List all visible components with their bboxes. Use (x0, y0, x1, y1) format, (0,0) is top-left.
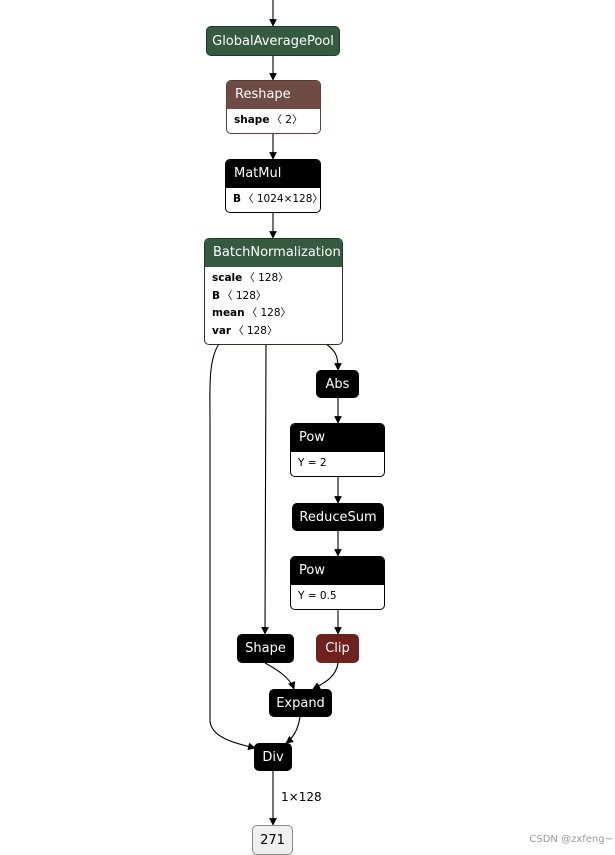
edge-batchnormalization-to-div (209, 343, 256, 751)
node-attributes: shape〈 2〉 (227, 109, 320, 133)
edge-batchnormalization-to-shape (261, 343, 269, 635)
node-label: Reshape (235, 87, 291, 102)
attribute-value: Y = 2 (298, 457, 327, 469)
attribute-row: shape〈 2〉 (234, 112, 313, 130)
node-attributes: Y = 0.5 (291, 585, 384, 609)
attribute-value: 〈 2〉 (271, 114, 303, 126)
node-label: Clip (325, 641, 350, 656)
node-clip[interactable]: Clip (316, 634, 359, 663)
node-label: MatMul (234, 166, 282, 181)
node-shape[interactable]: Shape (237, 634, 294, 663)
node-label: Div (262, 749, 284, 765)
node-batchnormalization[interactable]: BatchNormalization scale〈 128〉 B〈 128〉 m… (204, 238, 343, 345)
attribute-row: B〈 1024×128〉 (233, 191, 320, 209)
attribute-value: 〈 128〉 (233, 324, 278, 337)
node-label: GlobalAveragePool (212, 33, 334, 49)
node-label: ReduceSum (299, 509, 377, 525)
attribute-value: Y = 0.5 (298, 590, 337, 602)
attribute-key: shape (234, 114, 270, 126)
attribute-key: B (233, 193, 242, 205)
attribute-row: Y = 2 (298, 455, 377, 473)
node-globalaveragepool[interactable]: GlobalAveragePool (206, 26, 340, 56)
node-expand[interactable]: Expand (269, 689, 332, 717)
node-label: BatchNormalization (213, 245, 341, 260)
node-label: 271 (260, 832, 285, 848)
node-label: Pow (299, 430, 325, 445)
node-attributes: Y = 2 (291, 452, 384, 476)
attribute-row: var〈 128〉 (212, 323, 335, 341)
node-attributes: B〈 1024×128〉 (226, 188, 320, 212)
node-label: Abs (325, 376, 350, 392)
attribute-row: B〈 128〉 (212, 288, 335, 306)
node-header: MatMul (226, 160, 320, 188)
attribute-key: B (212, 289, 221, 302)
node-label: Shape (245, 641, 286, 656)
node-header: Pow (291, 424, 384, 452)
node-output-271[interactable]: 271 (252, 825, 293, 855)
node-matmul[interactable]: MatMul B〈 1024×128〉 (225, 159, 321, 213)
node-header: BatchNormalization (205, 239, 342, 267)
attribute-key: var (212, 324, 232, 337)
node-reducesum[interactable]: ReduceSum (292, 503, 384, 531)
attribute-row: mean〈 128〉 (212, 305, 335, 323)
node-header: Reshape (227, 81, 320, 109)
edge-clip-to-expand (312, 662, 339, 690)
node-reshape[interactable]: Reshape shape〈 2〉 (226, 80, 321, 134)
node-label: Expand (276, 695, 325, 711)
attribute-key: mean (212, 307, 245, 319)
node-div[interactable]: Div (254, 743, 292, 771)
attribute-value: 〈 1024×128〉 (243, 193, 321, 205)
edge-shape-to-expand (264, 662, 296, 690)
node-attributes: scale〈 128〉 B〈 128〉 mean〈 128〉 var〈 128〉 (205, 267, 342, 343)
attribute-value: 〈 128〉 (246, 307, 292, 319)
edge-label-div-to-output: 1×128 (281, 790, 322, 804)
node-pow[interactable]: Pow Y = 0.5 (290, 556, 385, 610)
edge-batchnormalization-to-abs (325, 343, 342, 371)
node-abs[interactable]: Abs (316, 370, 359, 398)
attribute-key: scale (212, 272, 243, 284)
attribute-value: 〈 128〉 (244, 272, 289, 284)
attribute-row: scale〈 128〉 (212, 270, 335, 288)
node-label: Pow (299, 563, 325, 578)
attribute-row: Y = 0.5 (298, 588, 377, 606)
watermark: CSDN @zxfeng~ (529, 834, 613, 845)
node-header: Pow (291, 557, 384, 585)
edge-expand-to-div (285, 716, 301, 744)
node-pow[interactable]: Pow Y = 2 (290, 423, 385, 477)
attribute-value: 〈 128〉 (222, 289, 267, 302)
